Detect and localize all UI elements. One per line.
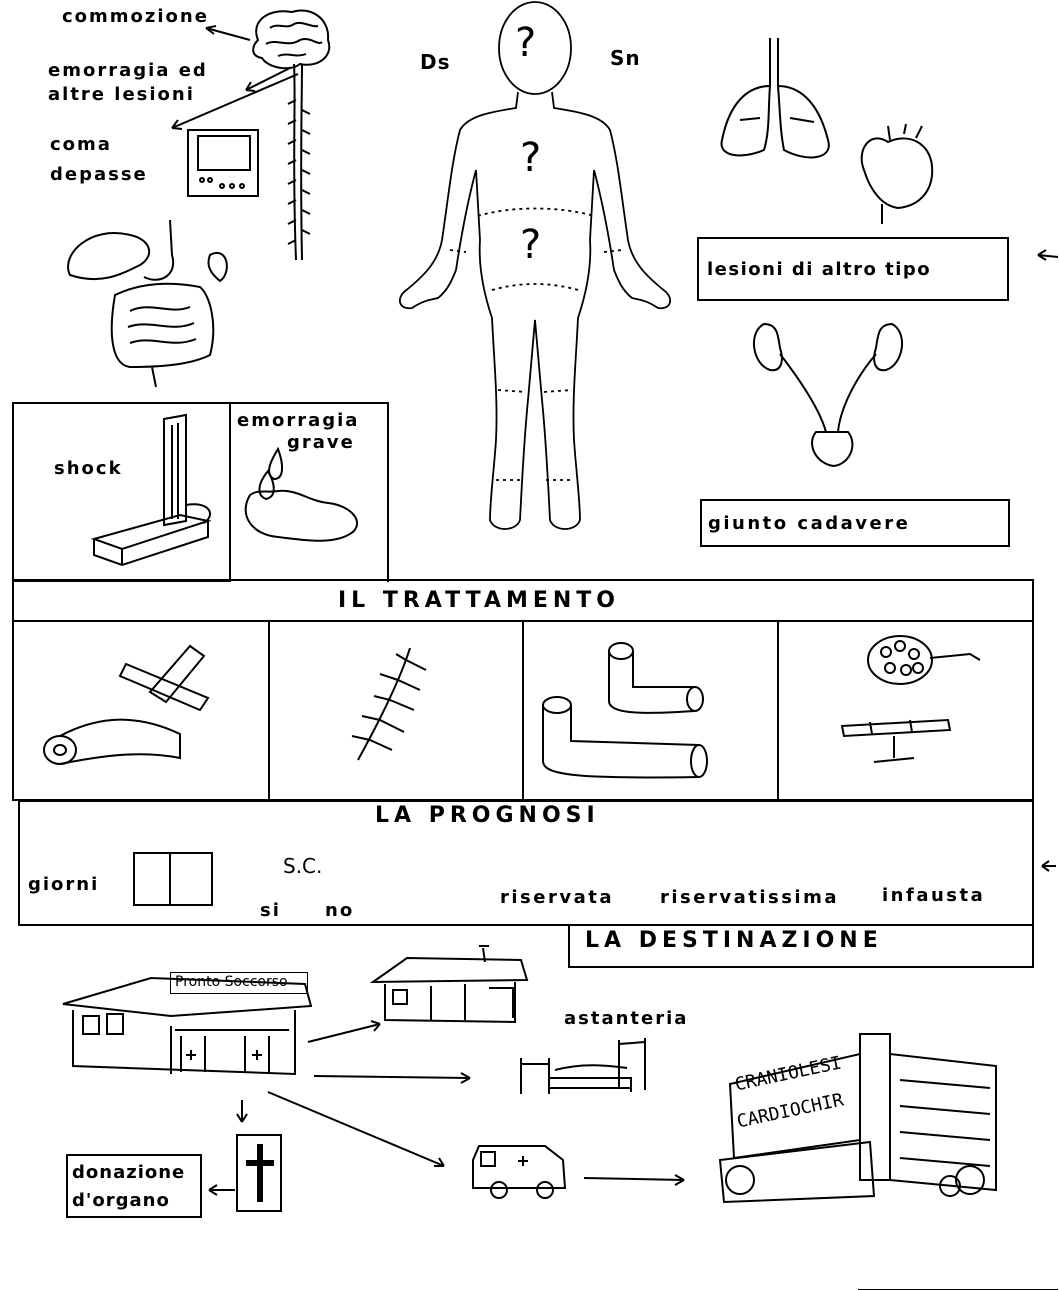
- cross-icon: [244, 1142, 276, 1206]
- giorni-digit-1[interactable]: [133, 852, 171, 906]
- arrow-to-hospital: [580, 1170, 690, 1190]
- trattamento-col-divider-2: [522, 620, 524, 800]
- casts-icon: [535, 635, 725, 795]
- giorni-digit-2[interactable]: [169, 852, 213, 906]
- pronto-soccorso-sign: Pronto Soccorso: [170, 972, 308, 994]
- label-pronto-soccorso: Pronto Soccorso: [175, 974, 288, 990]
- lungs-heart-icon: [710, 30, 970, 240]
- title-trattamento: IL TRATTAMENTO: [338, 588, 620, 613]
- trattamento-col-divider-1: [268, 620, 270, 800]
- donazione-organo-box: donazione d'organo: [66, 1154, 202, 1218]
- arrow-to-donazione: [205, 1180, 237, 1200]
- label-si[interactable]: si: [260, 900, 281, 921]
- label-emorragia: emorragia: [237, 410, 359, 431]
- death-cross-box: [236, 1134, 282, 1212]
- label-sc: S.C.: [283, 854, 322, 878]
- question-mark-chest: ?: [520, 135, 541, 181]
- kidneys-bladder-icon: [750, 320, 920, 480]
- bed-icon: [515, 1030, 665, 1100]
- blood-drop-icon: [238, 445, 368, 555]
- label-astanteria: astanteria: [564, 1008, 688, 1029]
- giunto-cadavere-box: giunto cadavere: [700, 499, 1010, 547]
- lesioni-altro-tipo-box: lesioni di altro tipo: [697, 237, 1009, 301]
- human-body-icon: [390, 0, 680, 540]
- surgery-lamp-table-icon: [830, 630, 1000, 780]
- arrow-left-small-icon: [1038, 858, 1058, 876]
- label-giunto-cadavere: giunto cadavere: [708, 513, 910, 534]
- label-riservata[interactable]: riservata: [500, 887, 614, 908]
- label-riservatissima[interactable]: riservatissima: [660, 887, 839, 908]
- label-no[interactable]: no: [325, 900, 354, 921]
- arrow-left-icon: [1030, 245, 1059, 265]
- bandage-icon: [30, 640, 250, 780]
- digestive-organs-icon: [60, 215, 250, 390]
- suture-icon: [340, 640, 460, 770]
- label-infausta[interactable]: infausta: [882, 885, 985, 906]
- ambulance-icon: [465, 1140, 575, 1210]
- question-mark-head: ?: [515, 20, 536, 66]
- sphygmomanometer-icon: [80, 405, 230, 565]
- title-destinazione: LA DESTINAZIONE: [585, 928, 883, 953]
- label-dorgano: d'organo: [72, 1190, 170, 1211]
- trattamento-col-divider-3: [777, 620, 779, 800]
- label-donazione: donazione: [72, 1162, 185, 1183]
- title-prognosi: LA PROGNOSI: [375, 803, 600, 828]
- question-mark-abdomen: ?: [520, 222, 541, 268]
- label-lesioni-altro-tipo: lesioni di altro tipo: [707, 259, 931, 280]
- label-giorni: giorni: [28, 874, 99, 895]
